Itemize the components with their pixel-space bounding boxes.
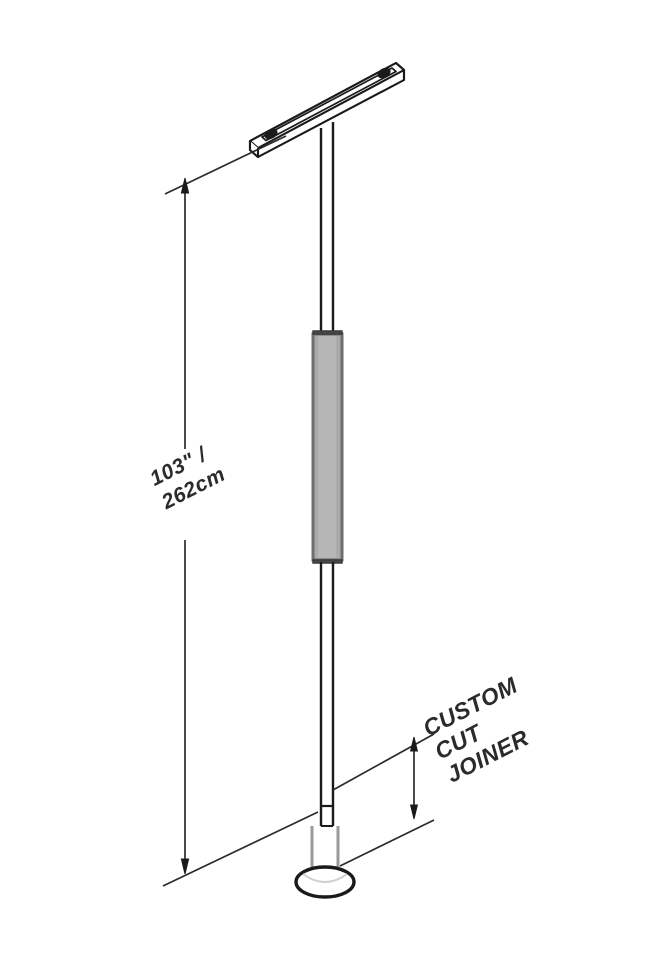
top-bracket-group xyxy=(248,61,406,159)
bracket-right-end-edge xyxy=(395,62,406,80)
joiner-sleeve-highlight xyxy=(318,336,336,558)
joiner-dimension: CUSTOM CUT JOINER xyxy=(332,672,533,867)
overall-dim-arrow-top xyxy=(180,177,190,194)
base-disc-group xyxy=(294,865,356,899)
joiner-dim-top-extension-line xyxy=(332,733,435,791)
overall-height-dimension: 103" / 262cm xyxy=(146,135,319,887)
bracket-hole-left xyxy=(264,128,278,140)
joiner-label-group: CUSTOM CUT JOINER xyxy=(419,672,533,788)
overall-dim-arrow-bottom xyxy=(180,858,190,875)
joiner-dim-arrow-bottom xyxy=(409,804,419,820)
joiner-dim-bottom-extension-line xyxy=(339,819,435,867)
pole-group xyxy=(310,122,344,888)
base-disc-inner-lip xyxy=(302,873,348,883)
joiner-sleeve-bottom-cap xyxy=(312,559,343,564)
bracket-left-end-edge xyxy=(248,141,260,159)
overall-dim-text-group: 103" / 262cm xyxy=(146,442,229,514)
overall-dim-bottom-extension-line xyxy=(162,811,319,887)
joiner-sleeve-group xyxy=(311,330,344,564)
bracket-hole-right xyxy=(377,67,391,79)
joiner-sleeve-top-cap xyxy=(312,330,343,335)
bracket-channel xyxy=(261,67,397,142)
joiner-dim-arrow-top xyxy=(409,736,419,752)
